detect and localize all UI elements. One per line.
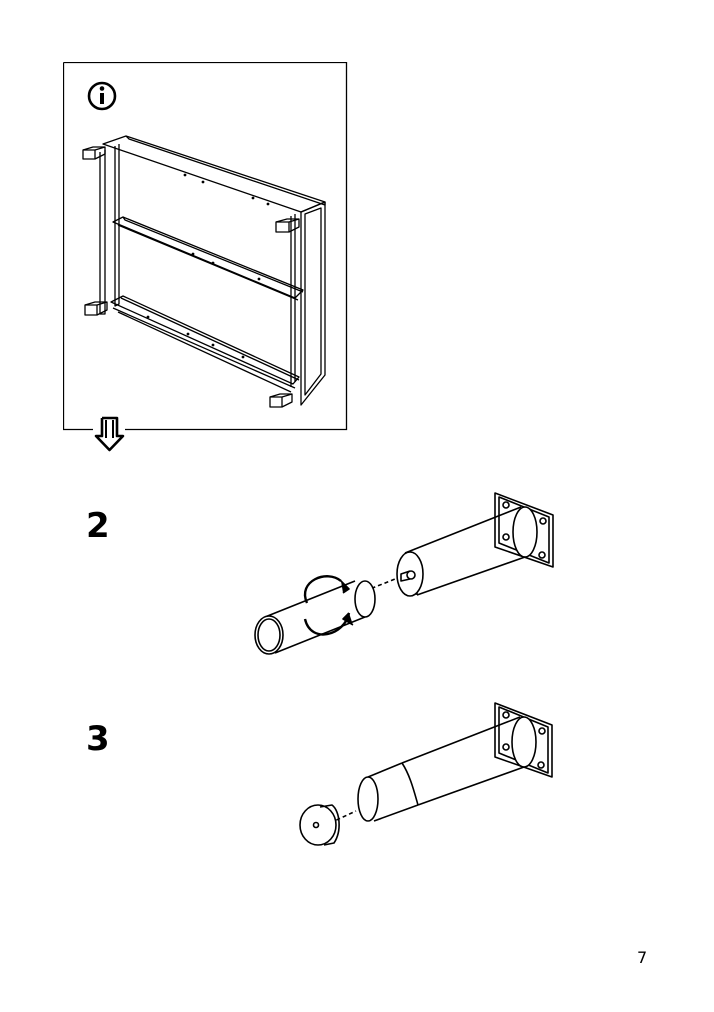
- sofa-frame-illustration: [63, 62, 348, 431]
- info-icon: [87, 81, 117, 111]
- down-arrow-icon: [94, 416, 125, 452]
- glide-cap-illustration: [299, 702, 553, 846]
- page-number: 7: [637, 948, 648, 967]
- leg-screw-illustration: [254, 492, 554, 655]
- step-number-3: 3: [86, 719, 110, 759]
- step-number-2: 2: [86, 506, 110, 546]
- info-panel: [63, 62, 348, 431]
